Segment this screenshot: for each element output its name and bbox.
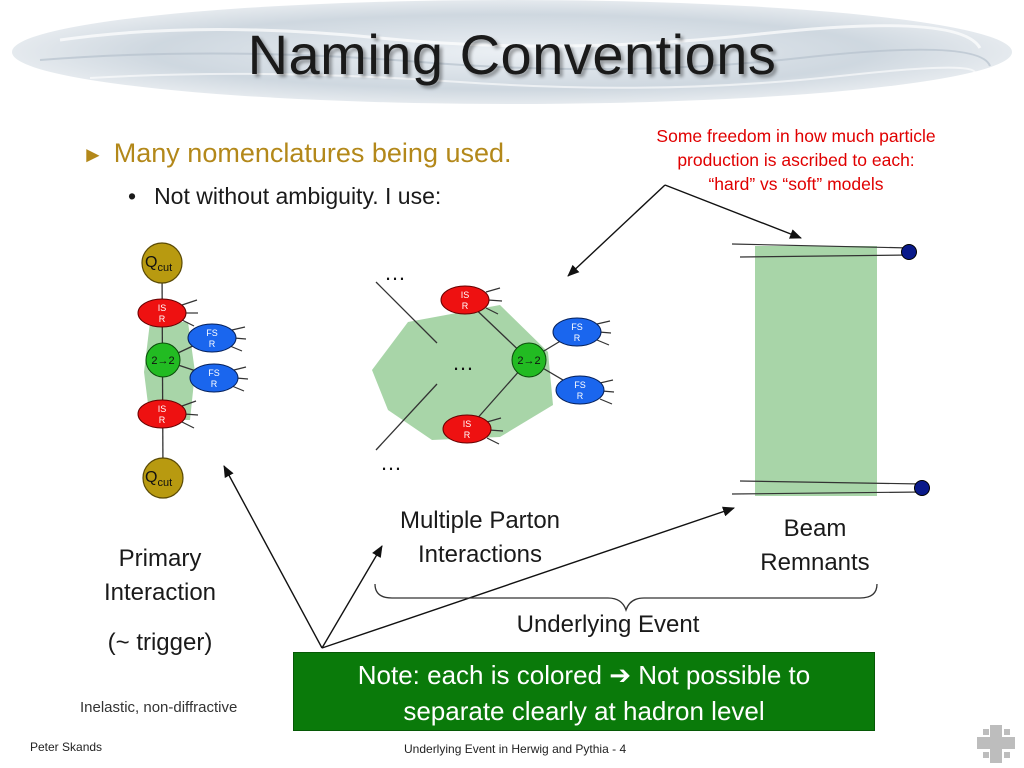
arrow-to-mpi: [321, 545, 383, 649]
mpi-isr-node-top: [440, 285, 490, 315]
green-note-line-2: separate clearly at hadron level: [403, 696, 765, 726]
green-note-box: Note: each is colored ➔ Not possible to …: [293, 652, 875, 731]
mpi-line-lower-left: [375, 383, 438, 451]
fsr-bottom-line1: FS: [208, 368, 220, 378]
isr-bottom-line2: R: [159, 415, 166, 425]
footer-author: Peter Skands: [30, 740, 103, 754]
beam-line-bottom-1: [739, 480, 923, 485]
bullet-level-1: ► Many nomenclatures being used.: [82, 138, 512, 169]
mpi-fsr-node-top: [552, 317, 602, 347]
bullet-level-2: • Not without ambiguity. I use:: [128, 183, 441, 210]
hard-scatter-node: [145, 342, 181, 378]
underlying-event-label: Underlying Event: [516, 611, 700, 638]
fsr-top-line2: R: [209, 339, 216, 349]
red-annotation-line-3: “hard” vs “soft” models: [708, 174, 884, 194]
mpi-ellipsis-bottom: …: [380, 450, 402, 475]
triangle-bullet-icon: ►: [82, 142, 104, 167]
mpi-isr-bottom-line2: R: [464, 430, 471, 440]
beam-dot-bottom: [914, 480, 930, 496]
mpi-label-line-1: Multiple Parton: [399, 507, 561, 534]
title-banner: [12, 0, 1012, 104]
red-annotation-line-1: Some freedom in how much particle: [656, 126, 936, 146]
mpi-fsr-top-line1: FS: [571, 322, 583, 332]
isr-node-top: [137, 298, 187, 328]
primary-interaction-label: Primary Interaction: [60, 542, 260, 610]
red-note-arrow-to-mpi: [567, 184, 666, 277]
beam-line-top-1: [731, 243, 911, 249]
mpi-line-upper-left: [375, 281, 438, 344]
red-annotation: Some freedom in how much particle produc…: [628, 124, 964, 196]
fermilab-logo-icon: [977, 725, 1015, 763]
mpi-fsr-top-line2: R: [574, 333, 581, 343]
mpi-hard-scatter-node: [511, 342, 547, 378]
beam-line-bottom-2: [731, 491, 923, 495]
arrow-to-primary: [223, 465, 323, 649]
mpi-fsr-bottom-line2: R: [577, 391, 584, 401]
qcut-node-top: [141, 242, 183, 284]
qcut-top-label: Qcut: [145, 254, 172, 274]
trigger-label: (~ trigger): [107, 629, 213, 656]
qcut-bottom-label: Qcut: [145, 469, 172, 489]
bullet-1-text: Many nomenclatures being used.: [113, 138, 512, 168]
red-annotation-line-2: production is ascribed to each:: [677, 150, 915, 170]
beam-remnant-band: [755, 246, 877, 496]
mpi-ellipsis-top: …: [384, 260, 406, 285]
mpi-fsr-bottom-line1: FS: [574, 380, 586, 390]
mpi-label: Multiple Parton Interactions: [370, 504, 590, 572]
dot-bullet-icon: •: [128, 183, 137, 209]
underlying-event-brace: [374, 583, 878, 613]
isr-top-line1: IS: [158, 303, 167, 313]
primary-label-line-2: Interaction: [103, 579, 217, 606]
beam-line-top-2: [739, 254, 911, 258]
mpi-hard-scatter-label: 2→2: [517, 355, 540, 367]
mpi-isr-node-bottom: [442, 414, 492, 444]
beam-label-line-2: Remnants: [760, 549, 870, 576]
red-note-arrow-to-beam: [664, 184, 802, 239]
fsr-bottom-line2: R: [211, 379, 218, 389]
bullet-2-text: Not without ambiguity. I use:: [154, 183, 442, 209]
beam-label-line-1: Beam: [783, 515, 847, 542]
mpi-isr-bottom-line1: IS: [463, 419, 472, 429]
arrow-to-beam-remnants: [321, 506, 735, 649]
hard-scatter-label: 2→2: [151, 355, 174, 367]
green-note-line-1: Note: each is colored ➔ Not possible to: [357, 660, 811, 690]
fsr-top-line1: FS: [206, 328, 218, 338]
inelastic-note: Inelastic, non-diffractive: [80, 699, 238, 716]
page-title: Naming Conventions: [247, 23, 777, 86]
footer-title: Underlying Event in Herwig and Pythia - …: [404, 742, 627, 756]
mpi-ellipsis-middle: …: [452, 350, 474, 375]
qcut-node-bottom: [142, 457, 184, 499]
mpi-isr-top-line2: R: [462, 301, 469, 311]
fsr-node-bottom: [189, 363, 239, 393]
isr-bottom-line1: IS: [158, 404, 167, 414]
beam-remnants-label: Beam Remnants: [730, 512, 900, 580]
isr-top-line2: R: [159, 314, 166, 324]
fsr-node-top: [187, 323, 237, 353]
mpi-label-line-2: Interactions: [417, 541, 543, 568]
isr-node-bottom: [137, 399, 187, 429]
primary-label-line-1: Primary: [118, 545, 202, 572]
mpi-fsr-node-bottom: [555, 375, 605, 405]
beam-dot-top: [901, 244, 917, 260]
mpi-isr-top-line1: IS: [461, 290, 470, 300]
